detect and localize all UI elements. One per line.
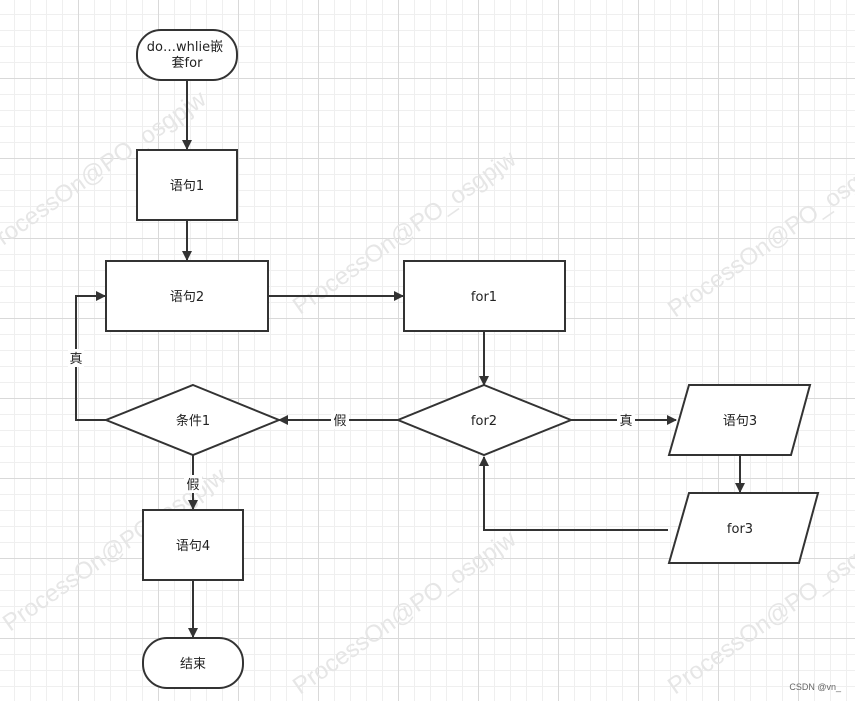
process-shape (403, 260, 566, 332)
node-cond1-label: 条件1 (176, 413, 210, 429)
node-for3: for3 (667, 492, 820, 564)
node-start-label-line1: do…whlie嵌 (147, 40, 223, 55)
watermark: ProcessOn@PO_osgpjw (288, 525, 522, 700)
node-start: do…whlie嵌 套for (136, 29, 238, 81)
edge-label-for2-true: 真 (619, 414, 632, 429)
process-shape (136, 149, 238, 221)
node-end: 结束 (142, 637, 244, 689)
node-stmt4-label: 语句4 (176, 539, 210, 554)
edge-labels: 真 假 真 假 (68, 349, 635, 493)
node-start-label: do…whlie嵌 套for (147, 40, 227, 71)
terminal-shape (136, 29, 238, 81)
node-stmt2: 语句2 (105, 260, 269, 332)
process-shape (142, 509, 244, 581)
terminal-shape (142, 637, 244, 689)
process-shape (105, 260, 269, 332)
node-for1-label: for1 (471, 290, 497, 305)
node-start-label-line2: 套for (172, 55, 204, 71)
node-stmt3: 语句3 (667, 384, 812, 456)
edge-label-cond1-true: 真 (69, 352, 82, 367)
node-end-label: 结束 (180, 657, 206, 672)
node-for2: for2 (395, 383, 574, 457)
node-for2-label: for2 (471, 414, 497, 429)
io-shape (667, 492, 820, 564)
io-shape (667, 384, 812, 456)
node-stmt1-label: 语句1 (170, 179, 204, 194)
decision-shape (103, 383, 282, 457)
node-cond1: 条件1 (103, 383, 282, 457)
node-stmt4: 语句4 (142, 509, 244, 581)
node-for1: for1 (403, 260, 566, 332)
edge-for3-to-for2 (479, 456, 668, 531)
watermark: ProcessOn@PO_osgpjw (663, 148, 855, 323)
decision-shape (395, 383, 574, 457)
node-stmt3-label: 语句3 (723, 414, 757, 429)
node-for3-label: for3 (727, 522, 753, 537)
node-stmt2-label: 语句2 (170, 290, 204, 305)
node-stmt1: 语句1 (136, 149, 238, 221)
edge-label-for2-false: 假 (333, 414, 346, 429)
credit-text: CSDN @vn_ (789, 682, 841, 692)
edge-label-cond1-false: 假 (186, 478, 199, 493)
